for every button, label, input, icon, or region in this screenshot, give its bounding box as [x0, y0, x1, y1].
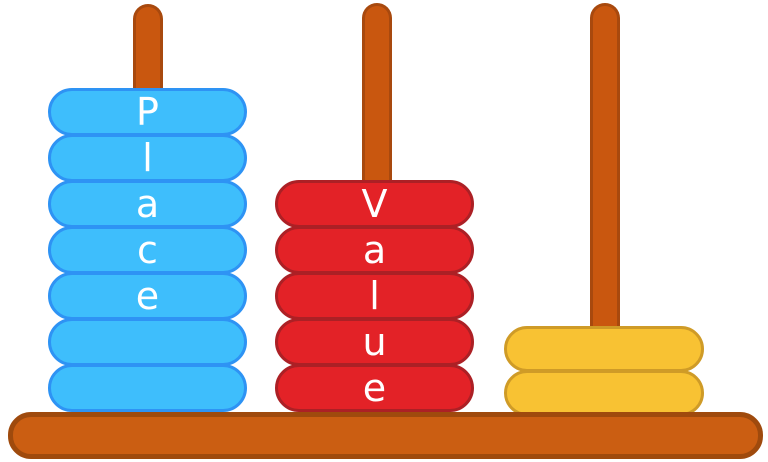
bead: l	[48, 134, 247, 182]
bead-letter: a	[135, 182, 160, 226]
bead-letter: e	[135, 274, 160, 318]
bead: V	[275, 180, 474, 228]
bead: a	[275, 226, 474, 274]
bead: a	[48, 180, 247, 228]
bead-letter: c	[137, 228, 158, 272]
bead	[504, 326, 704, 372]
bead-letter: u	[362, 320, 387, 364]
bead: c	[48, 226, 247, 274]
bead-stack-yellow	[504, 326, 704, 416]
bead-letter: l	[142, 136, 153, 180]
bead	[48, 318, 247, 366]
bead-letter: e	[362, 366, 387, 410]
bead: e	[275, 364, 474, 412]
bead-letter: P	[136, 90, 159, 134]
bead: e	[48, 272, 247, 320]
abacus-base	[8, 412, 763, 459]
bead	[504, 370, 704, 416]
bead-letter: V	[361, 182, 388, 226]
bead-stack-place: P l a c e	[48, 88, 247, 412]
bead: P	[48, 88, 247, 136]
bead	[48, 364, 247, 412]
bead-stack-value: V a l u e	[275, 180, 474, 412]
bead-letter: a	[362, 228, 387, 272]
bead-letter: l	[369, 274, 380, 318]
bead: l	[275, 272, 474, 320]
bead: u	[275, 318, 474, 366]
